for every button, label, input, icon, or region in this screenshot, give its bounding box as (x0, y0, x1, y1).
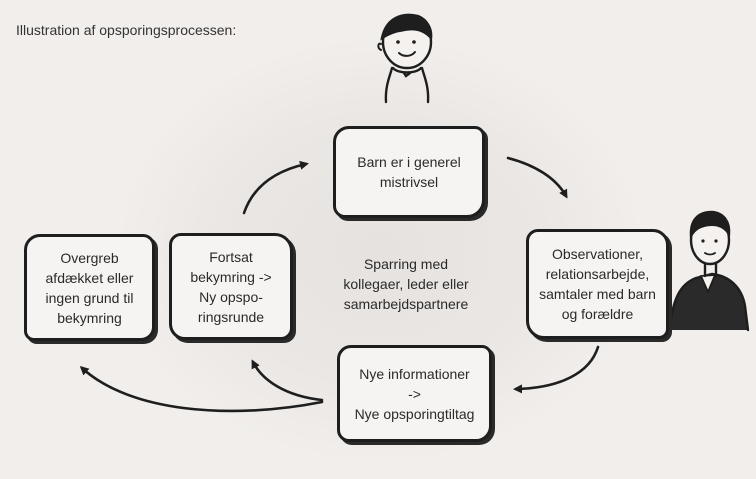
box-continued-concern: Fortsat bekymring -> Ny opspo- ringsrund… (169, 233, 293, 340)
box-observations: Observationer, relationsarbejde, samtale… (526, 229, 669, 339)
adult-figure-icon (668, 210, 750, 332)
box-new-info: Nye informationer -> Nye opsporingtiltag (337, 345, 492, 442)
center-sparring-text: Sparring med kollegaer, leder eller sama… (343, 256, 469, 312)
arrow-to-outcome (79, 365, 324, 413)
box-outcome: Overgreb afdækket eller ingen grund til … (24, 234, 155, 341)
box-child-wellbeing: Barn er i generel mistrivsel (333, 126, 485, 218)
diagram-caption: Illustration af opsporingsprocessen: (16, 22, 237, 38)
arrow-to-observations (506, 156, 568, 199)
arrow-to-new-info (513, 345, 600, 394)
child-figure-icon (377, 13, 433, 104)
arrow-to-child-wellbeing (242, 160, 309, 215)
arrow-to-continued-concern (251, 359, 324, 402)
